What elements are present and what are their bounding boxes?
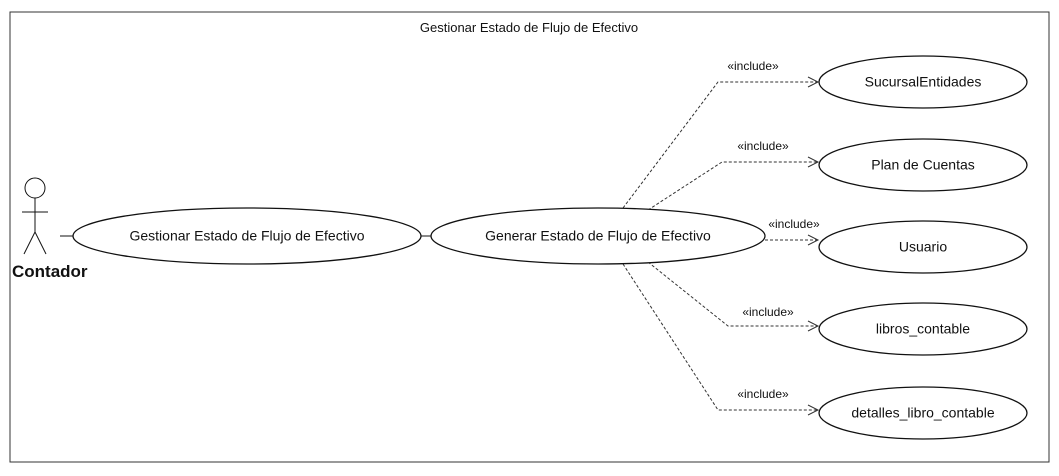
use-case-label: Usuario [899,239,947,255]
stereotype-label: «include» [737,387,789,401]
actor-name: Contador [12,262,88,281]
stereotype-label: «include» [737,139,789,153]
include-usuario: «include» [765,217,820,246]
use-case-plan[interactable]: Plan de Cuentas [818,138,1028,192]
include-detalles: «include» [622,263,820,416]
use-case-label: SucursalEntidades [865,74,982,90]
stereotype-label: «include» [742,305,794,319]
actor-head [24,177,46,199]
system-title: Gestionar Estado de Flujo de Efectivo [420,20,638,35]
use-case-usuario[interactable]: Usuario [818,220,1028,274]
include-plan: «include» [647,139,820,211]
include-sucursal: «include» [622,59,820,209]
actor-contador[interactable]: Contador [12,177,88,281]
use-case-detalles[interactable]: detalles_libro_contable [818,386,1028,440]
use-case-label: Plan de Cuentas [871,157,975,173]
use-case-label: detalles_libro_contable [851,405,994,421]
use-case-label: Gestionar Estado de Flujo de Efectivo [129,228,364,244]
use-case-sucursal[interactable]: SucursalEntidades [818,55,1028,109]
stereotype-label: «include» [768,217,820,231]
include-libros: «include» [647,261,820,332]
actor-left-leg [23,231,36,255]
use-case-gestionar[interactable]: Gestionar Estado de Flujo de Efectivo [72,207,422,265]
use-case-label: libros_contable [876,321,970,337]
actor-right-leg [34,231,47,255]
stereotype-label: «include» [727,59,779,73]
use-case-libros[interactable]: libros_contable [818,302,1028,356]
use-case-label: Generar Estado de Flujo de Efectivo [485,228,711,244]
use-case-generar[interactable]: Generar Estado de Flujo de Efectivo [430,207,766,265]
